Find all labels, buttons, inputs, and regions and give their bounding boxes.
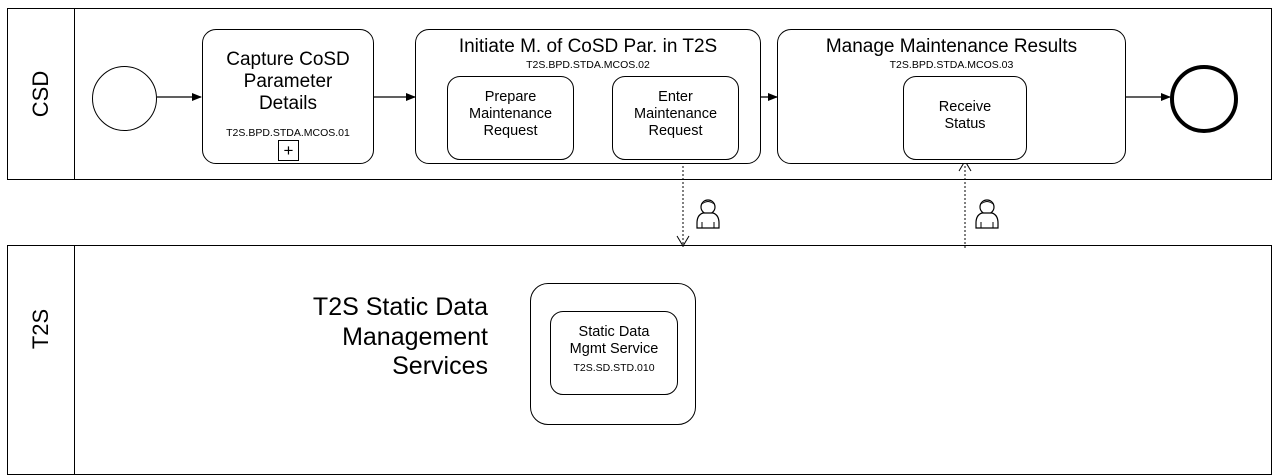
service-static-data-mgmt[interactable]: Static Data Mgmt Service T2S.SD.STD.010 — [550, 311, 678, 395]
end-event-circle[interactable] — [1170, 65, 1238, 133]
t2s-pool-header: T2S — [8, 246, 75, 474]
t2s-group-title-line: Management — [342, 322, 488, 351]
subtask-receive-line: Status — [944, 115, 986, 132]
task-manage-code: T2S.BPD.STDA.MCOS.03 — [889, 59, 1014, 71]
service-label-line: Mgmt Service — [569, 340, 659, 357]
task-capture-title-line: Parameter — [243, 71, 333, 93]
task-capture-title-line: Capture CoSD — [226, 49, 350, 70]
subtask-enter-line: Maintenance — [633, 105, 718, 122]
task-capture-title: Capture CoSD Parameter Details — [203, 49, 373, 116]
t2s-group-title: T2S Static Data Management Services — [240, 293, 488, 382]
plus-square-icon[interactable]: + — [278, 140, 299, 161]
task-initiate-maintenance[interactable]: Initiate M. of CoSD Par. in T2S T2S.BPD.… — [415, 29, 761, 164]
service-code: T2S.SD.STD.010 — [573, 362, 655, 374]
subtask-prepare-label: Prepare Maintenance Request — [448, 89, 573, 140]
sequence-flows — [157, 93, 1171, 248]
subtask-receive-label: Receive Status — [904, 99, 1026, 133]
csd-pool-header: CSD — [8, 9, 75, 179]
subtask-prepare-maintenance-request[interactable]: Prepare Maintenance Request — [447, 76, 574, 160]
task-manage-title: Manage Maintenance Results — [825, 36, 1078, 57]
subtask-receive-line: Receive — [938, 99, 992, 115]
user-icon — [975, 199, 999, 229]
task-initiate-title: Initiate M. of CoSD Par. in T2S — [458, 36, 718, 57]
start-event-circle[interactable] — [92, 66, 157, 131]
task-initiate-code: T2S.BPD.STDA.MCOS.02 — [526, 59, 650, 71]
task-capture-title-line: Details — [258, 93, 318, 115]
subtask-enter-line: Enter — [658, 89, 693, 105]
t2s-group-title-line: Services — [392, 352, 488, 380]
subtask-enter-line: Request — [648, 122, 703, 139]
subtask-enter-label: Enter Maintenance Request — [613, 89, 738, 140]
subtask-prepare-line: Request — [483, 122, 538, 139]
subtask-enter-maintenance-request[interactable]: Enter Maintenance Request — [612, 76, 739, 160]
task-manage-maintenance-results[interactable]: Manage Maintenance Results T2S.BPD.STDA.… — [777, 29, 1126, 164]
message-flow-enter-request-head — [676, 235, 690, 247]
service-label: Static Data Mgmt Service — [551, 324, 677, 358]
service-label-line: Static Data — [578, 324, 650, 340]
task-capture-cosd-parameter-details[interactable]: Capture CoSD Parameter Details T2S.BPD.S… — [202, 29, 374, 164]
user-icon — [696, 199, 720, 229]
t2s-service-group: Static Data Mgmt Service T2S.SD.STD.010 — [530, 283, 696, 425]
subtask-prepare-line: Maintenance — [468, 105, 553, 122]
task-capture-code: T2S.BPD.STDA.MCOS.01 — [226, 127, 350, 139]
t2s-group-title-line: T2S Static Data — [312, 293, 488, 321]
subtask-prepare-line: Prepare — [484, 89, 537, 105]
subtask-receive-status[interactable]: Receive Status — [903, 76, 1027, 160]
